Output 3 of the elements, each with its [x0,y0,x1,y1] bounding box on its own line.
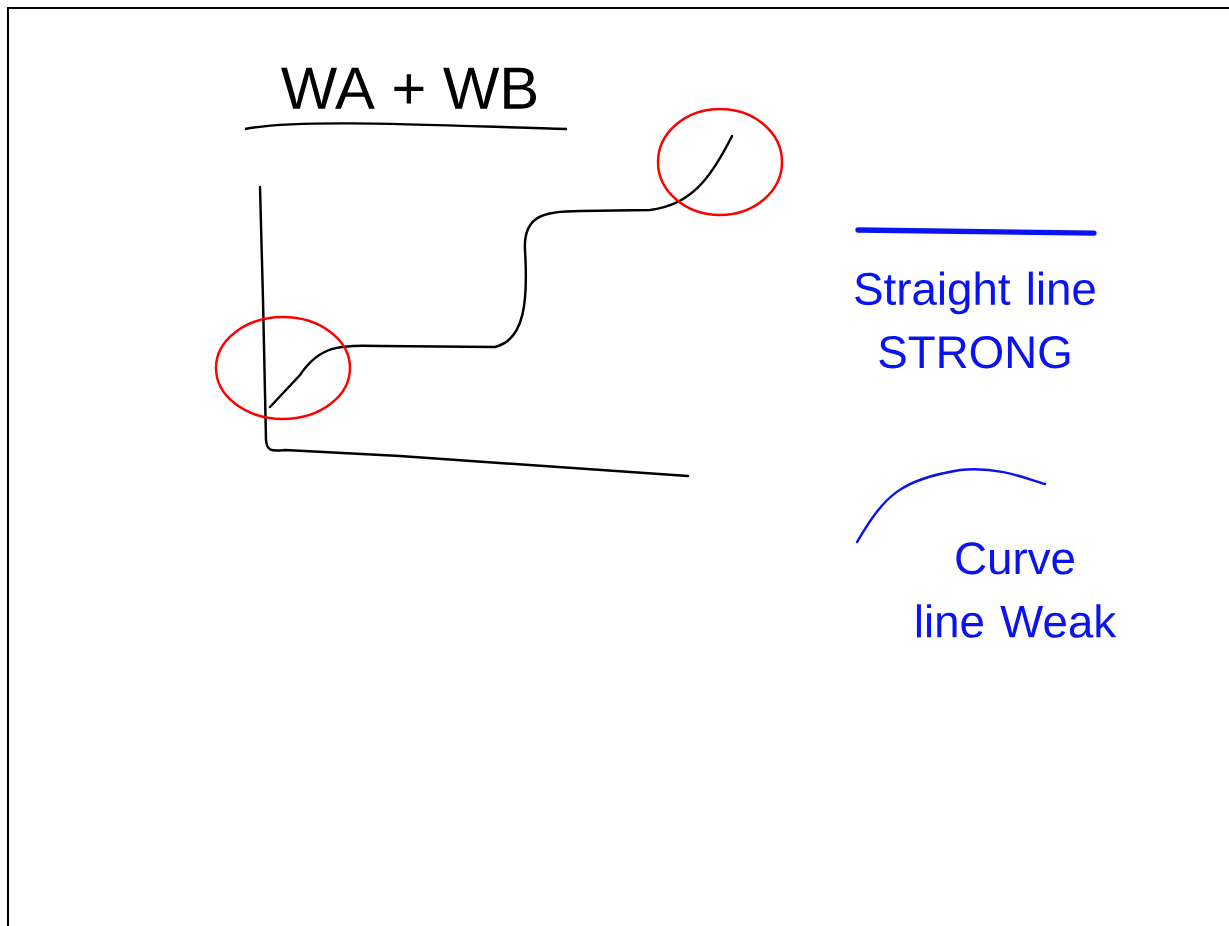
title: WA + WB [281,67,537,109]
legend-text: Curve line Weak [916,542,1117,638]
legend-text: Straight line STRONG [855,271,1095,369]
